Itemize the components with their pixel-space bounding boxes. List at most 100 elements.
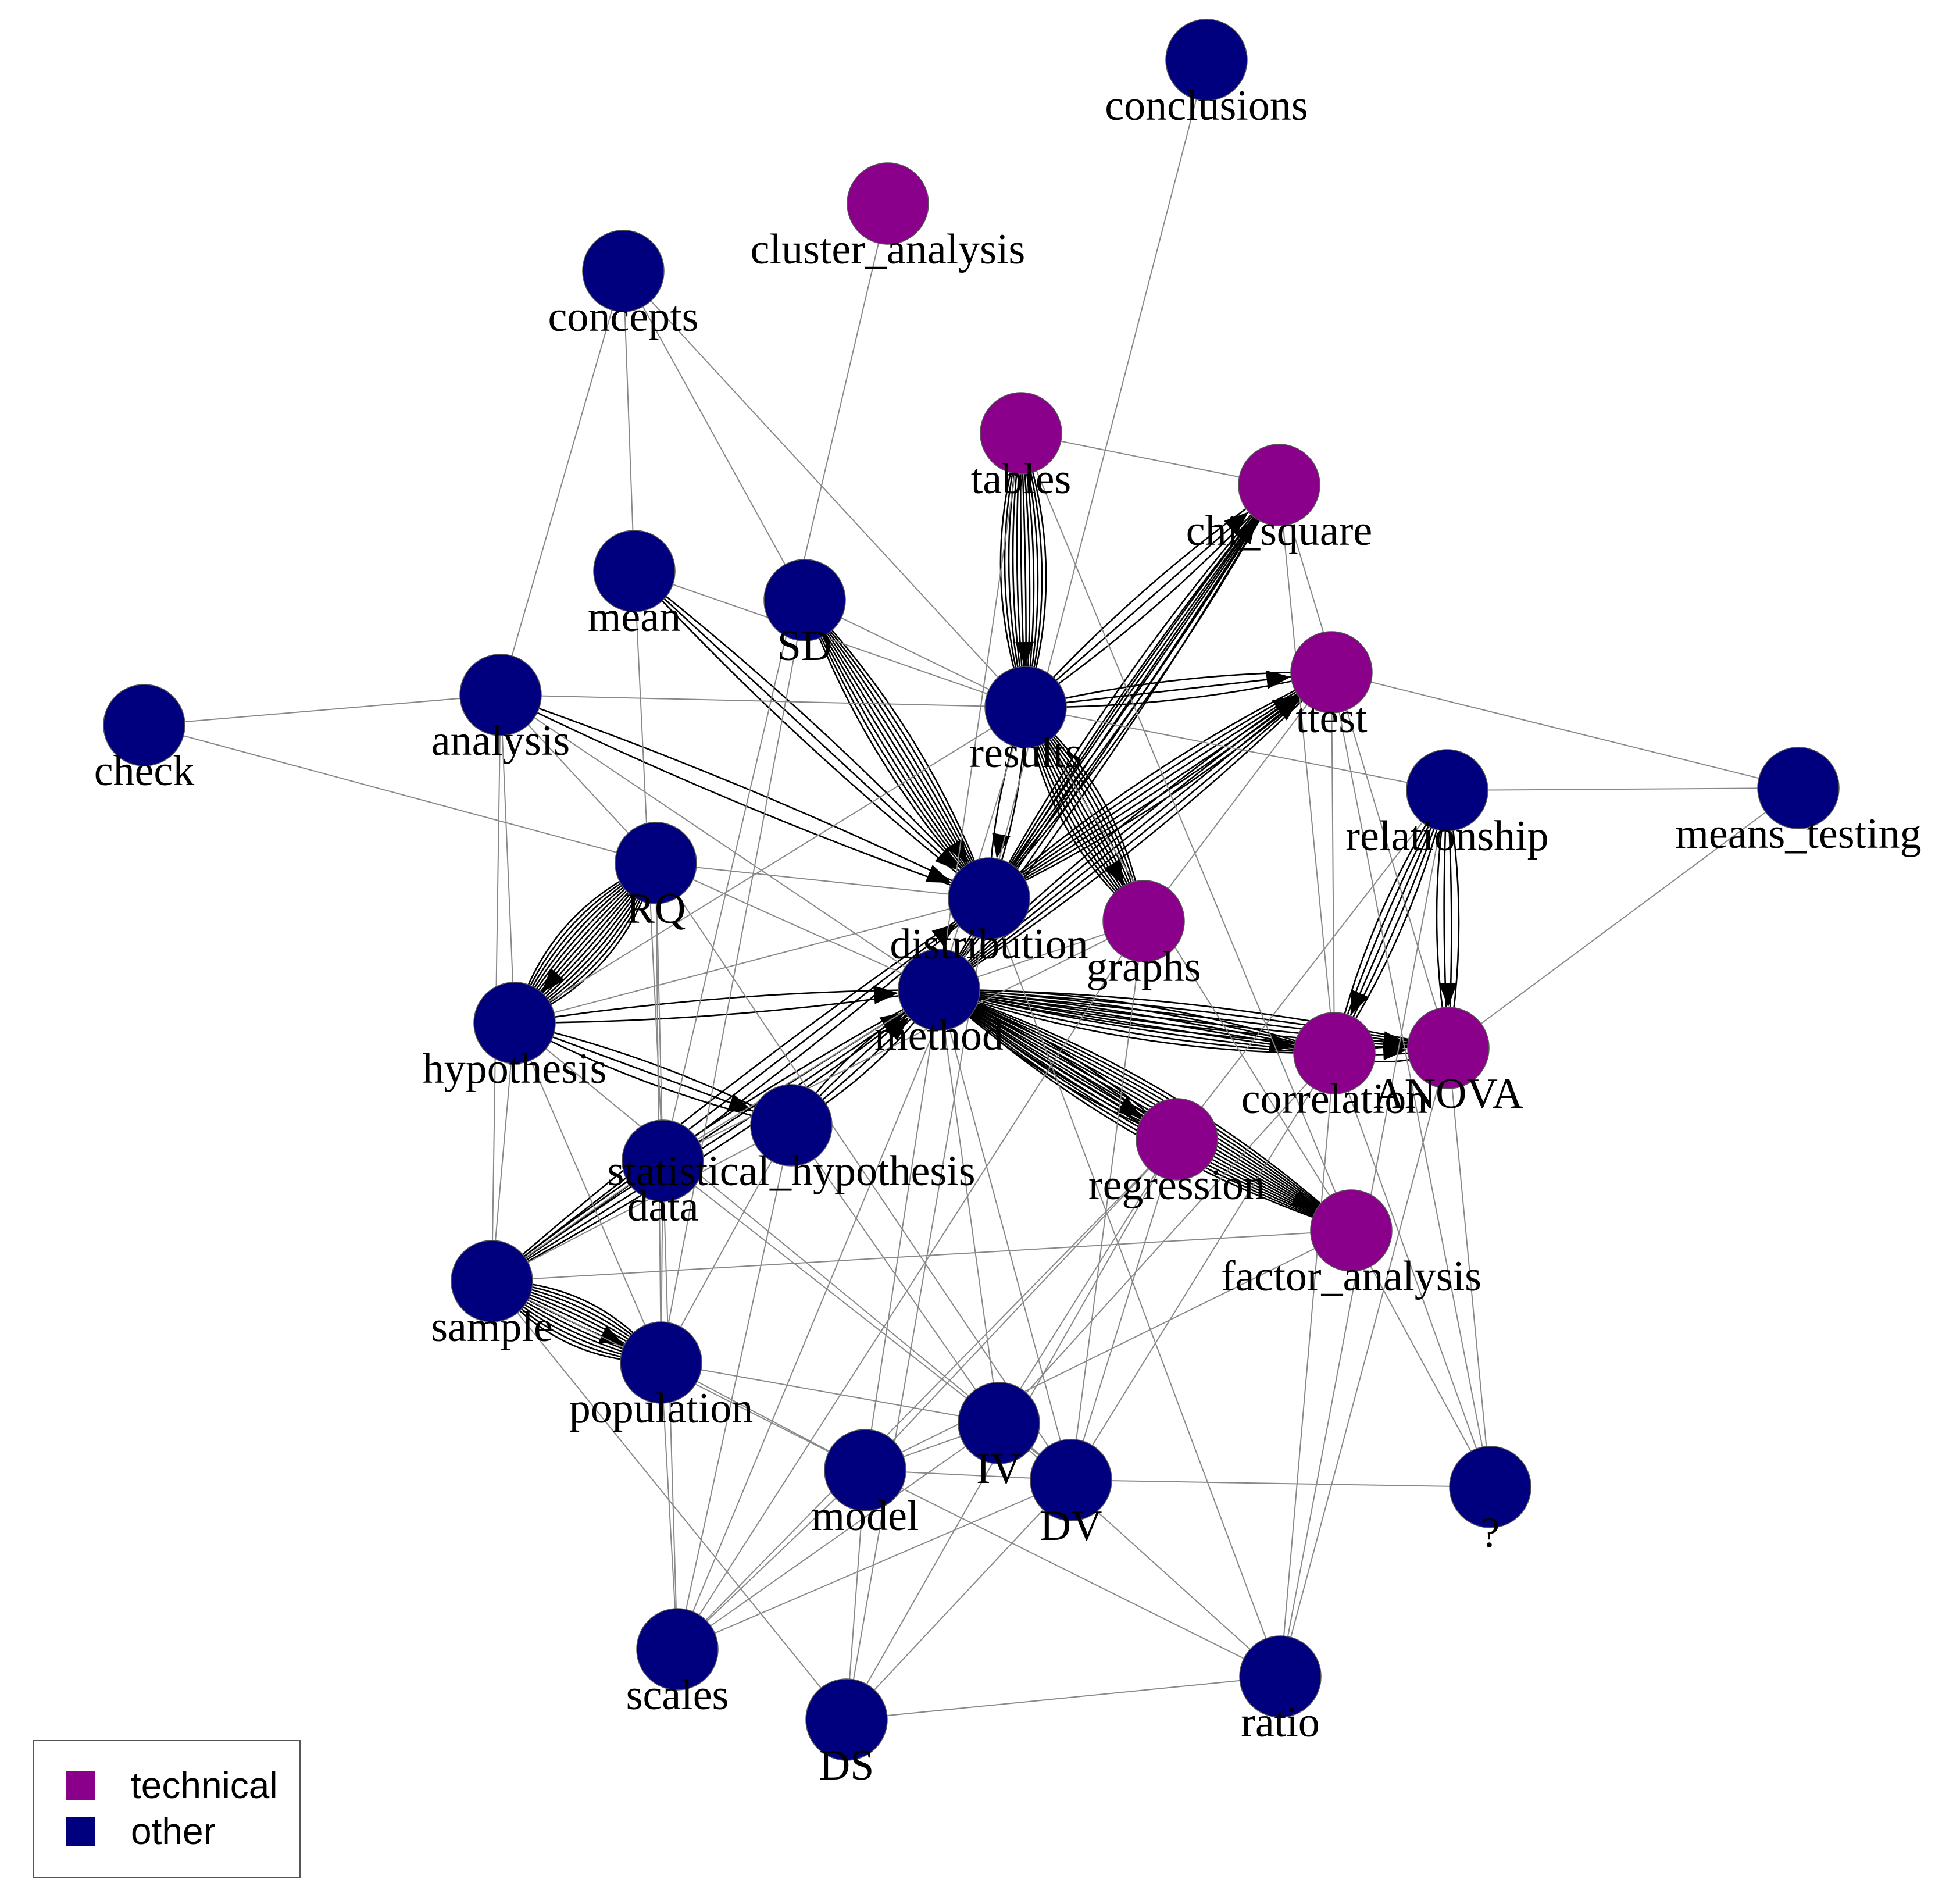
edge-dv-scales <box>677 1479 1072 1650</box>
edge-anova-means-testing <box>1448 787 1799 1049</box>
node-label-iv: IV <box>976 1445 1022 1493</box>
edge-line <box>655 862 662 1363</box>
edge-line <box>1070 1139 1177 1481</box>
edge-arrowhead <box>598 1326 624 1345</box>
edge-mean-results <box>634 570 1026 708</box>
edge-curve <box>938 989 1449 1049</box>
node-label-correlation: correlation <box>1241 1075 1428 1123</box>
node-label-population: population <box>569 1385 754 1432</box>
edge-method-iv <box>938 989 999 1424</box>
edge-dv-question-mark <box>1070 1479 1491 1488</box>
edge-arrowhead <box>947 838 968 864</box>
edge-arrowhead <box>879 1012 905 1033</box>
legend-label-other: other <box>131 1810 216 1852</box>
edge-concepts-sd <box>623 270 805 601</box>
edge-check-analysis <box>144 694 501 726</box>
edge-curve <box>938 989 1352 1232</box>
edge-method-dv <box>938 989 1072 1481</box>
edge-graphs-data <box>662 921 1144 1161</box>
edge-curve <box>938 989 1352 1232</box>
edge-curve <box>1025 671 1332 708</box>
edge-factor-analysis-sample <box>491 1230 1352 1282</box>
edge-curve <box>938 672 1332 991</box>
node-anova <box>1407 1007 1490 1089</box>
edge-curve <box>938 989 1352 1231</box>
edge-curve <box>938 989 1352 1232</box>
edge-line <box>938 989 999 1424</box>
edge-curve <box>938 671 1332 991</box>
edge-regression-dv <box>1070 1139 1177 1481</box>
node-label-data: data <box>627 1183 698 1231</box>
edge-curve <box>938 989 1449 1049</box>
edge-line <box>623 270 1026 708</box>
edge-line <box>1176 790 1448 1140</box>
node-label-distribution: distribution <box>890 921 1088 968</box>
edge-line <box>634 570 1026 708</box>
edge-line <box>1447 787 1799 791</box>
edge-line <box>998 1139 1177 1424</box>
edge-line <box>1331 672 1799 789</box>
node-tables <box>980 392 1062 475</box>
edge-correlation-iv <box>998 1053 1335 1424</box>
edge-curve <box>938 989 1352 1232</box>
edge-line <box>655 862 663 1161</box>
edge-curve <box>938 671 1332 990</box>
edge-arrowhead <box>1350 989 1369 1016</box>
edge-line <box>514 1022 662 1363</box>
edge-sd-population <box>661 600 805 1363</box>
edge-line <box>846 1470 866 1720</box>
node-label-method: method <box>874 1012 1004 1060</box>
edge-line <box>677 1479 1072 1650</box>
edge-line <box>1448 1047 1491 1488</box>
node-label-concepts: concepts <box>548 293 699 341</box>
edge-analysis-method <box>500 694 940 990</box>
edge-method-factor-analysis <box>938 989 1352 1232</box>
edge-method-model <box>865 989 940 1471</box>
edge-rq-data <box>655 862 663 1161</box>
edge-line <box>662 203 888 1161</box>
edge-hypothesis-method <box>514 985 940 1024</box>
edge-chi-square-anova <box>1279 484 1449 1049</box>
node-label-ds: DS <box>819 1742 874 1789</box>
edge-ds-distribution <box>846 898 990 1720</box>
node-label-factor-analysis: factor_analysis <box>1221 1253 1481 1300</box>
edge-line <box>865 1230 1352 1471</box>
node-iv <box>958 1382 1040 1464</box>
edge-line <box>1448 787 1799 1049</box>
edge-curve <box>938 989 1352 1232</box>
edge-hypothesis-distribution <box>514 898 990 1024</box>
node-label-ttest: ttest <box>1295 694 1368 742</box>
node-sample <box>451 1240 533 1322</box>
edge-line <box>988 898 1281 1677</box>
edge-anova-ratio <box>1280 1047 1449 1677</box>
edge-results-factor-analysis <box>1025 707 1352 1231</box>
edge-curve <box>938 989 1352 1232</box>
node-population <box>620 1321 702 1404</box>
nodes-layer <box>103 19 1840 1761</box>
edge-line <box>1279 484 1449 1049</box>
edge-line <box>661 1125 792 1363</box>
edge-curve <box>988 484 1280 899</box>
edge-line <box>865 989 940 1471</box>
edge-curve <box>938 989 1352 1232</box>
edge-check-rq <box>144 725 656 864</box>
edge-concepts-mean <box>623 270 635 572</box>
edge-line <box>655 862 1072 1481</box>
edge-line <box>677 1470 866 1650</box>
edge-dv-ds <box>846 1479 1072 1720</box>
legend-swatch-other <box>66 1817 95 1846</box>
edge-cluster-analysis-data <box>662 203 888 1161</box>
node-label-statistical-hypothesis: statistical_hypothesis <box>607 1147 975 1195</box>
edge-line <box>846 1479 1072 1720</box>
node-ratio <box>1239 1635 1322 1718</box>
edge-curve <box>1025 484 1280 708</box>
edge-line <box>500 694 940 990</box>
edge-curve <box>988 484 1280 899</box>
edge-curve <box>1025 671 1332 708</box>
node-label-hypothesis: hypothesis <box>423 1045 607 1093</box>
edge-line <box>938 989 1072 1481</box>
edge-analysis-distribution <box>500 694 990 900</box>
edge-line <box>655 862 990 899</box>
edge-line <box>144 694 501 726</box>
edge-line <box>1025 707 1352 1231</box>
